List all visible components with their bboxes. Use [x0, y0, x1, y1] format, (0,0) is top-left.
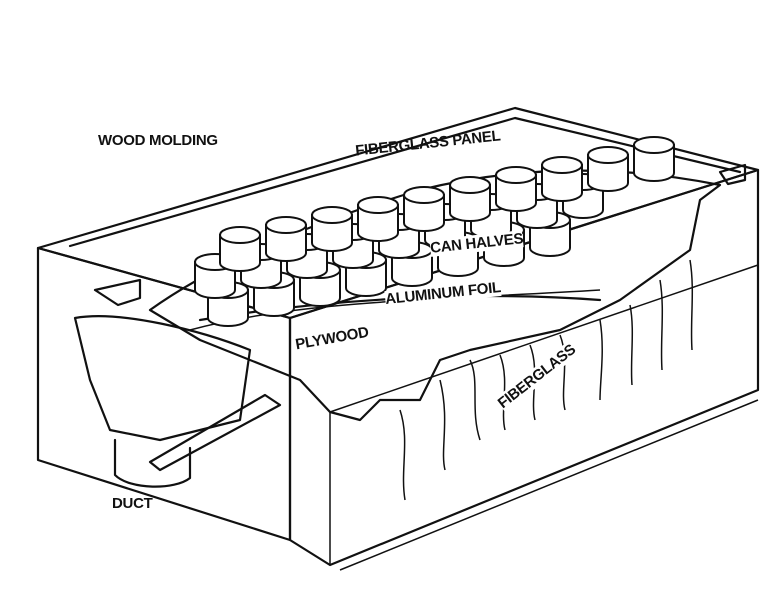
can-half — [265, 216, 307, 262]
can-half — [633, 136, 675, 182]
can-half — [311, 206, 353, 252]
can-half — [449, 176, 491, 222]
can-half — [219, 226, 261, 272]
can-half — [495, 166, 537, 212]
molding-block-left — [93, 278, 142, 307]
label-duct: DUCT — [112, 495, 153, 512]
left-end-face — [36, 246, 292, 542]
label-wood-molding: WOOD MOLDING — [98, 132, 218, 149]
baffle — [148, 393, 282, 472]
molding-block-right — [718, 163, 747, 186]
front-face — [288, 168, 760, 567]
duct — [113, 438, 192, 488]
can-half — [587, 146, 629, 192]
duct-cutout — [73, 315, 252, 442]
can-half — [541, 156, 583, 202]
can-halves-array — [194, 136, 675, 327]
can-half — [357, 196, 399, 242]
can-half — [403, 186, 445, 232]
fiberglass-insulation — [399, 259, 694, 501]
